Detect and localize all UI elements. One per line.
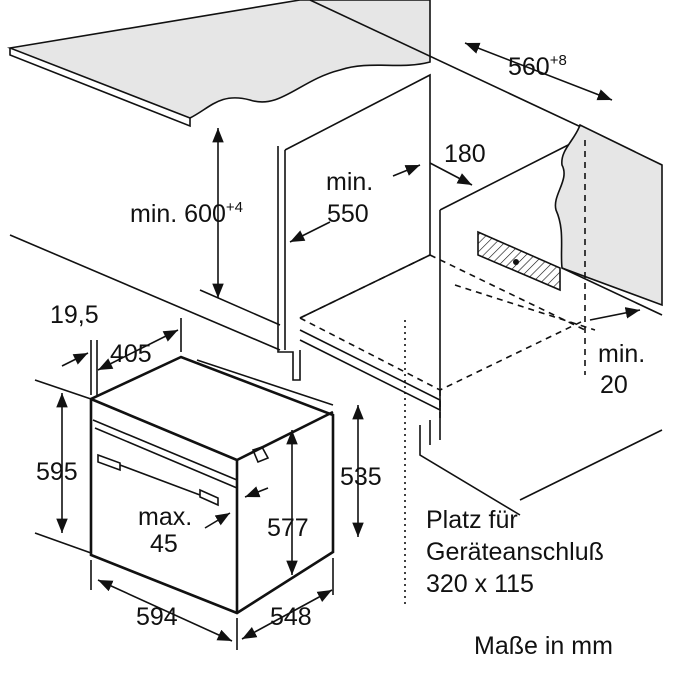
gap-label: 180 <box>444 140 486 168</box>
depth-min-value: 550 <box>327 200 369 228</box>
bottom-min-label: min. <box>598 340 645 368</box>
countertop <box>6 0 663 166</box>
handle-max-value: 45 <box>150 530 178 558</box>
panel-depth2-label: 405 <box>110 340 152 368</box>
handle-max-label: max. <box>138 503 192 531</box>
oven <box>89 355 335 615</box>
niche-height-label: min. 600+4 <box>130 199 243 228</box>
units-note: Maße in mm <box>474 632 613 660</box>
connection-label-2: Geräteanschluß <box>426 538 604 566</box>
niche-width-label: 560+8 <box>508 52 567 81</box>
oven-height-label: 595 <box>36 458 78 486</box>
connection-label-3: 320 x 115 <box>426 570 534 598</box>
connection-box <box>477 230 561 292</box>
oven-depth-label: 548 <box>270 603 312 631</box>
oven-width-label: 594 <box>136 603 178 631</box>
wall-surface <box>554 123 663 307</box>
panel-depth-label: 19,5 <box>50 301 99 329</box>
oven-body-height-label: 535 <box>340 463 382 491</box>
niche-outline <box>299 140 596 605</box>
dimension-lines <box>34 42 641 650</box>
oven-inner-height-label: 577 <box>267 514 309 542</box>
connection-label-1: Platz für <box>426 506 518 534</box>
bottom-min-value: 20 <box>600 371 628 399</box>
depth-min-label: min. <box>326 168 373 196</box>
cabinet <box>9 73 663 516</box>
